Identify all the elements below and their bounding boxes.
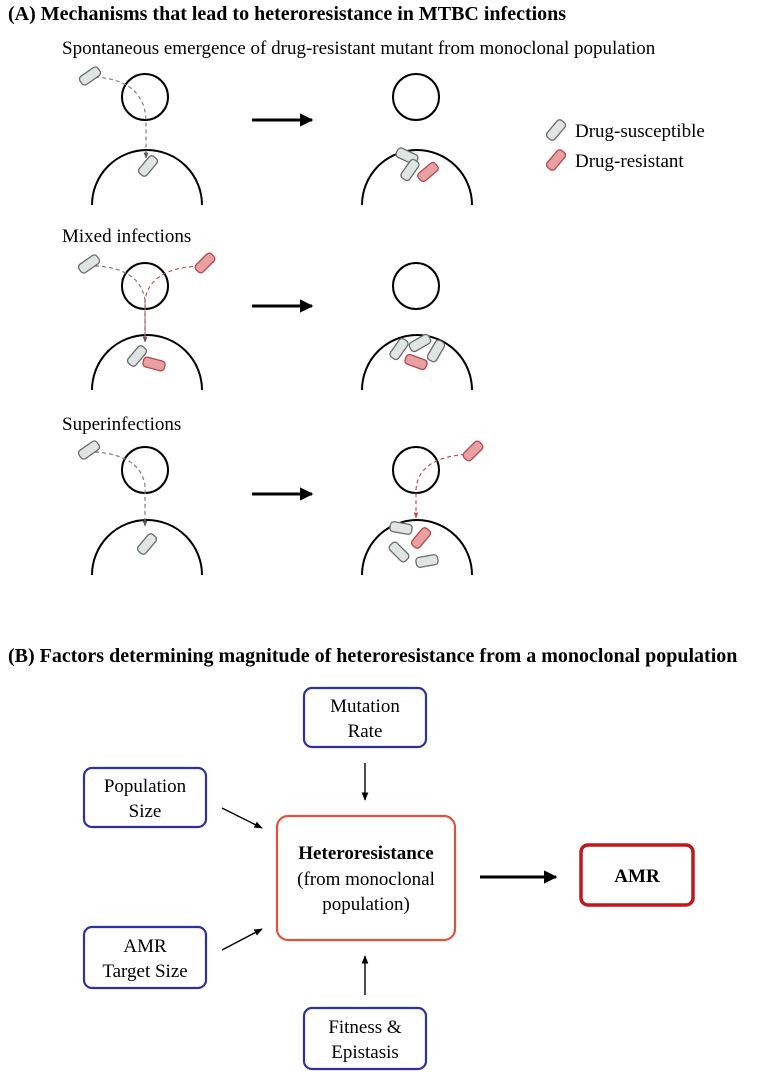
bacterium-resistant	[141, 355, 167, 373]
cell-head	[121, 73, 169, 121]
svg-text:Size: Size	[129, 801, 162, 822]
bacterium-susceptible	[387, 540, 411, 564]
scenario-superinfections-label: Superinfections	[62, 414, 181, 435]
bacterium-susceptible	[77, 64, 103, 88]
population-size-box: Population Size	[82, 766, 208, 829]
cell-body	[361, 519, 473, 576]
panel-a-title: (A) Mechanisms that lead to heteroresist…	[8, 3, 566, 25]
bacterium-susceptible	[135, 531, 159, 557]
legend-susceptible-icon	[544, 117, 568, 143]
spontaneous-before-cell	[77, 64, 203, 206]
bacterium-susceptible	[76, 252, 102, 276]
infection-path-resistant	[413, 453, 473, 519]
svg-text:Epistasis: Epistasis	[331, 1042, 399, 1063]
bacterium-resistant	[461, 439, 485, 463]
infection-path-resistant	[144, 265, 201, 342]
infection-path-susceptible	[94, 265, 148, 343]
superinfection-after-cell	[361, 439, 485, 576]
scenario-spontaneous-label: Spontaneous emergence of drug-resistant …	[62, 38, 656, 59]
amr-target-size-arrow	[221, 928, 263, 951]
infection-path-susceptible	[94, 76, 149, 159]
bacterium-resistant	[415, 160, 441, 184]
bacterium-resistant	[193, 251, 217, 275]
infection-path-susceptible	[94, 451, 148, 527]
bacterium-susceptible	[76, 438, 102, 462]
bacterium-resistant	[403, 352, 429, 372]
cell-head	[392, 446, 440, 494]
svg-text:Fitness &: Fitness &	[328, 1017, 402, 1038]
cell-head	[392, 73, 440, 121]
svg-text:Mutation: Mutation	[330, 696, 400, 717]
bacterium-susceptible	[136, 153, 160, 179]
superinfection-before-cell	[76, 438, 203, 576]
cell-head	[392, 262, 440, 310]
cell-body	[91, 149, 203, 206]
cell-body	[361, 334, 473, 391]
panel-b-title: (B) Factors determining magnitude of het…	[8, 645, 737, 667]
svg-text:Target Size: Target Size	[102, 961, 187, 982]
legend-susceptible-label: Drug-susceptible	[575, 121, 705, 142]
svg-text:Rate: Rate	[348, 721, 383, 742]
cell-body	[361, 149, 473, 206]
legend-resistant-icon	[544, 147, 568, 173]
population-size-arrow	[221, 807, 263, 829]
amr-box: AMR	[579, 843, 695, 907]
scenario-mixed-label: Mixed infections	[62, 226, 191, 247]
bacterium-susceptible	[414, 553, 440, 569]
bacterium-susceptible	[388, 520, 414, 536]
legend-resistant-label: Drug-resistant	[575, 151, 684, 172]
svg-text:AMR: AMR	[614, 866, 660, 887]
svg-text:AMR: AMR	[123, 936, 167, 957]
svg-text:Heteroresistance: Heteroresistance	[298, 843, 433, 864]
bacterium-resistant	[409, 525, 433, 551]
svg-text:(from monoclonal: (from monoclonal	[297, 869, 435, 890]
bacterium-susceptible	[398, 157, 422, 183]
cell-body	[91, 519, 203, 576]
svg-text:Population: Population	[104, 776, 187, 797]
mixed-before-cell	[76, 251, 217, 391]
legend: Drug-susceptible Drug-resistant	[544, 117, 705, 173]
heteroresistance-box: Heteroresistance (from monoclonal popula…	[275, 814, 457, 942]
spontaneous-after-cell	[361, 73, 473, 206]
svg-text:population): population)	[322, 894, 410, 915]
mutation-rate-box: Mutation Rate	[302, 686, 428, 749]
fitness-epistasis-box: Fitness & Epistasis	[302, 1006, 428, 1071]
amr-target-size-box: AMR Target Size	[82, 925, 208, 990]
mixed-after-cell	[361, 262, 473, 391]
cell-body	[91, 334, 203, 391]
